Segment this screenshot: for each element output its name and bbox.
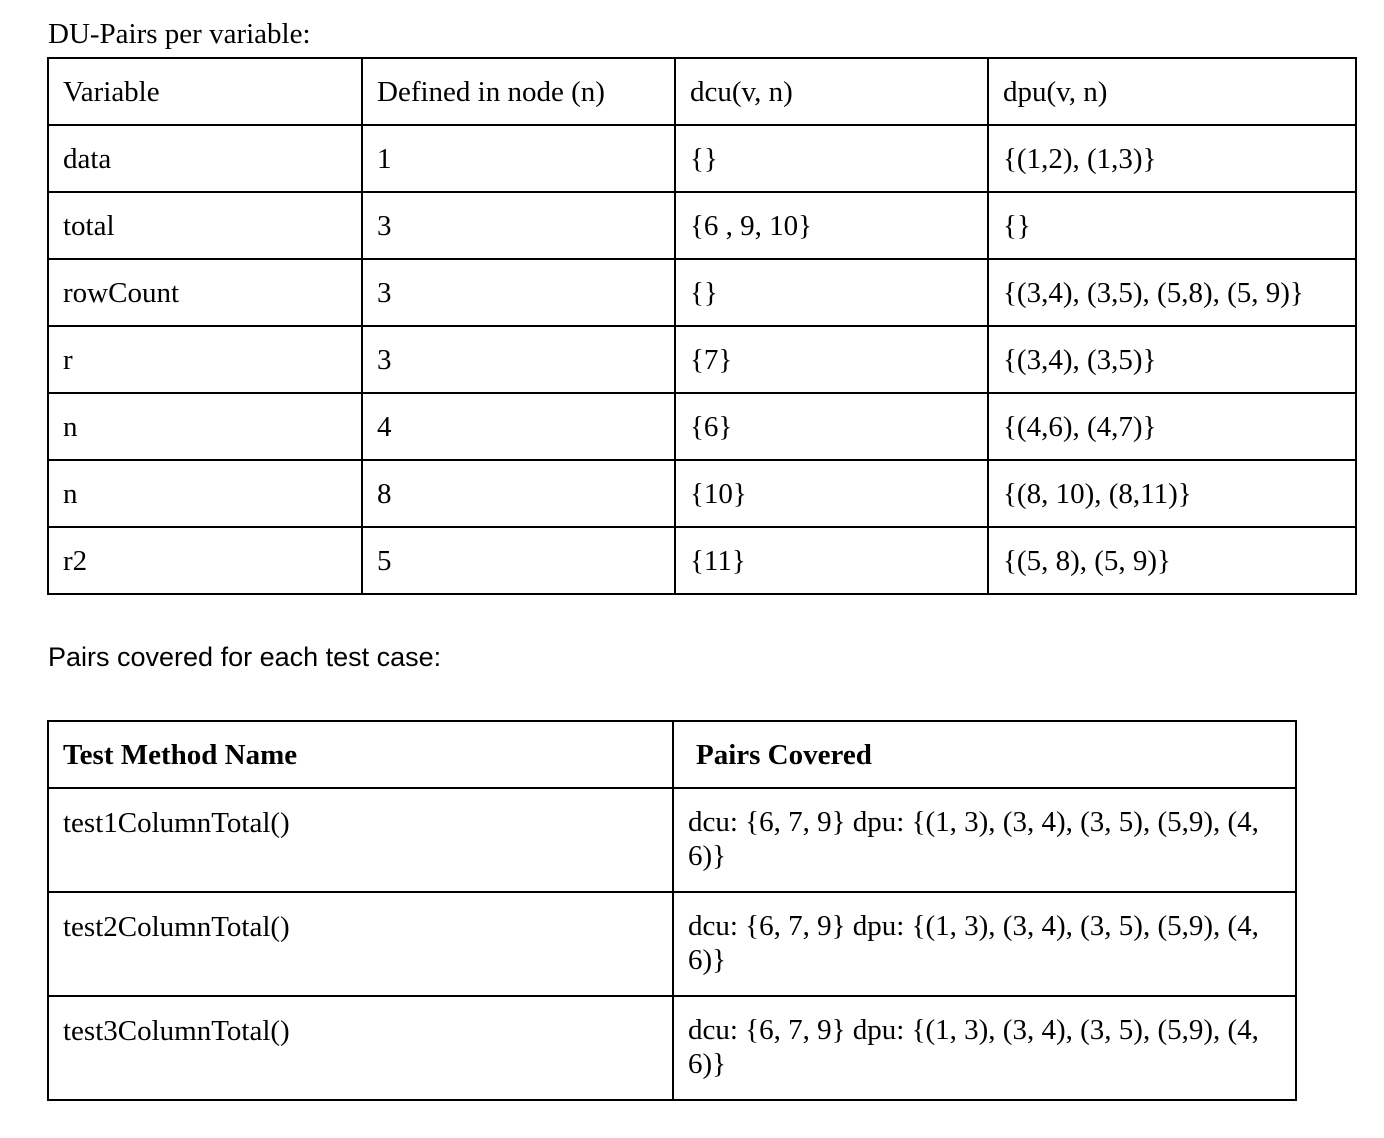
table-row: test2ColumnTotal() dcu: {6, 7, 9} dpu: {… — [47, 891, 1297, 997]
table-row: total 3 {6 , 9, 10} {} — [47, 191, 1357, 260]
table-header-row: Test Method Name Pairs Covered — [47, 720, 1297, 789]
table-row: test1ColumnTotal() dcu: {6, 7, 9} dpu: {… — [47, 787, 1297, 893]
dpu-cell: {(3,4), (3,5), (5,8), (5, 9)} — [987, 258, 1357, 327]
dcu-cell: {10} — [674, 459, 989, 528]
variable-cell: n — [47, 459, 363, 528]
node-cell: 3 — [361, 191, 676, 260]
variable-cell: n — [47, 392, 363, 461]
variable-cell: r — [47, 325, 363, 394]
node-cell: 5 — [361, 526, 676, 595]
dcu-cell: {} — [674, 258, 989, 327]
du-pairs-table: Variable Defined in node (n) dcu(v, n) d… — [47, 57, 1357, 595]
dpu-cell: {(4,6), (4,7)} — [987, 392, 1357, 461]
column-header-pairs-covered: Pairs Covered — [672, 720, 1297, 789]
variable-cell: data — [47, 124, 363, 193]
dcu-cell: {} — [674, 124, 989, 193]
node-cell: 3 — [361, 325, 676, 394]
variable-cell: r2 — [47, 526, 363, 595]
pairs-covered-cell: dcu: {6, 7, 9} dpu: {(1, 3), (3, 4), (3,… — [672, 995, 1297, 1101]
dpu-cell: {(5, 8), (5, 9)} — [987, 526, 1357, 595]
dpu-cell: {(3,4), (3,5)} — [987, 325, 1357, 394]
pairs-covered-heading: Pairs covered for each test case: — [48, 642, 442, 672]
dcu-cell: {6} — [674, 392, 989, 461]
test-method-cell: test3ColumnTotal() — [47, 995, 674, 1101]
column-header-test-method-name: Test Method Name — [47, 720, 674, 789]
pairs-covered-cell: dcu: {6, 7, 9} dpu: {(1, 3), (3, 4), (3,… — [672, 787, 1297, 893]
table-row: r2 5 {11} {(5, 8), (5, 9)} — [47, 526, 1357, 595]
column-header-variable: Variable — [47, 57, 363, 126]
dcu-cell: {6 , 9, 10} — [674, 191, 989, 260]
table-row: n 8 {10} {(8, 10), (8,11)} — [47, 459, 1357, 528]
node-cell: 1 — [361, 124, 676, 193]
node-cell: 8 — [361, 459, 676, 528]
table-header-row: Variable Defined in node (n) dcu(v, n) d… — [47, 57, 1357, 126]
variable-cell: total — [47, 191, 363, 260]
table-row: test3ColumnTotal() dcu: {6, 7, 9} dpu: {… — [47, 995, 1297, 1101]
table-row: data 1 {} {(1,2), (1,3)} — [47, 124, 1357, 193]
pairs-covered-cell: dcu: {6, 7, 9} dpu: {(1, 3), (3, 4), (3,… — [672, 891, 1297, 997]
dcu-cell: {11} — [674, 526, 989, 595]
dpu-cell: {(8, 10), (8,11)} — [987, 459, 1357, 528]
dcu-cell: {7} — [674, 325, 989, 394]
dpu-cell: {(1,2), (1,3)} — [987, 124, 1357, 193]
node-cell: 3 — [361, 258, 676, 327]
test-method-cell: test2ColumnTotal() — [47, 891, 674, 997]
table-row: r 3 {7} {(3,4), (3,5)} — [47, 325, 1357, 394]
table-row: rowCount 3 {} {(3,4), (3,5), (5,8), (5, … — [47, 258, 1357, 327]
column-header-defined-in-node: Defined in node (n) — [361, 57, 676, 126]
table-row: n 4 {6} {(4,6), (4,7)} — [47, 392, 1357, 461]
du-pairs-heading: DU-Pairs per variable: — [48, 18, 311, 50]
node-cell: 4 — [361, 392, 676, 461]
test-method-cell: test1ColumnTotal() — [47, 787, 674, 893]
column-header-dcu: dcu(v, n) — [674, 57, 989, 126]
pairs-covered-table: Test Method Name Pairs Covered test1Colu… — [47, 720, 1297, 1101]
variable-cell: rowCount — [47, 258, 363, 327]
column-header-dpu: dpu(v, n) — [987, 57, 1357, 126]
dpu-cell: {} — [987, 191, 1357, 260]
